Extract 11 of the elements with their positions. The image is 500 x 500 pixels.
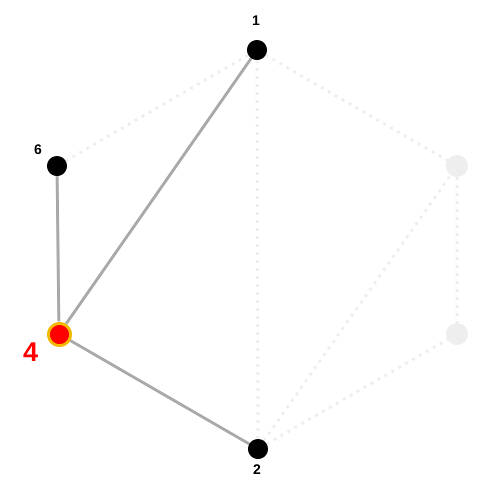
dotted-line bbox=[266, 338, 448, 446]
node-label: 6 bbox=[34, 142, 42, 156]
connector-line bbox=[56, 176, 60, 322]
dotted-line bbox=[262, 174, 452, 442]
connector-line bbox=[69, 338, 250, 446]
node-label: 4 bbox=[23, 339, 38, 366]
node-label: 1 bbox=[252, 13, 260, 27]
dotted-line bbox=[64, 54, 250, 162]
node-label: 2 bbox=[253, 462, 261, 476]
connector-line bbox=[64, 57, 253, 325]
dotted-line bbox=[264, 54, 448, 162]
